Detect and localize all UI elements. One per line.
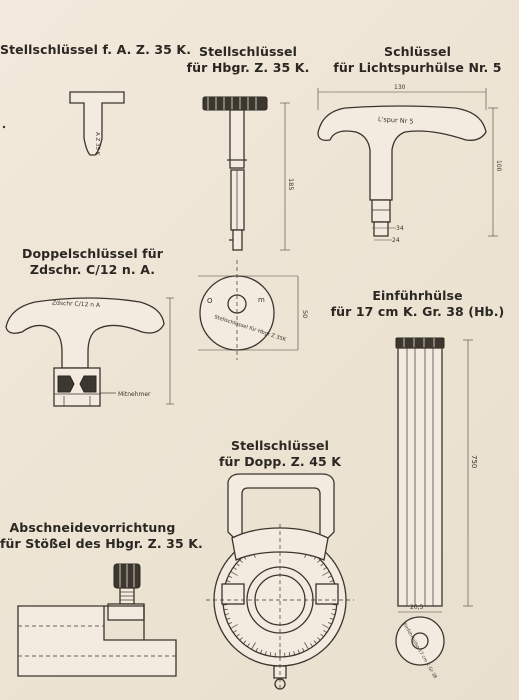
margin-dot xyxy=(2,125,6,129)
hbgr-disc-drawing: 50 O m Stellschlüssel für Hbgr Z 35K xyxy=(198,260,309,360)
tracer-dim-height: 100 xyxy=(495,160,502,172)
dial-tick xyxy=(223,608,228,611)
caption-double-key: Doppelschlüssel für Zdschr. C/12 n. A. xyxy=(22,246,163,277)
hbgr-key-drawing: 185 xyxy=(202,96,295,251)
dial-tick xyxy=(264,651,267,656)
dial-tick xyxy=(327,575,332,578)
dial-tick xyxy=(320,633,324,637)
double-key-part: Mitnehmer xyxy=(118,391,151,398)
hbgr-dim-dia: 50 xyxy=(301,310,309,318)
sleeve-dim-length: 750 xyxy=(470,455,478,468)
dial-tick xyxy=(251,642,256,650)
dial-tick xyxy=(269,652,272,657)
dial-tick xyxy=(255,647,258,652)
caption-tracer-key: Schlüssel für Lichtspurhülse Nr. 5 xyxy=(333,44,502,75)
dial-tick xyxy=(304,642,309,650)
dial-tick xyxy=(302,647,305,652)
dial-tick xyxy=(313,640,317,644)
dial-tick xyxy=(329,580,334,583)
dial-tick xyxy=(293,651,296,656)
dial-tick xyxy=(224,613,229,616)
dial-tick xyxy=(243,640,247,644)
dial-tick xyxy=(310,643,313,647)
t-key-stamp: A Z 35 K xyxy=(94,132,100,156)
dial-tick xyxy=(322,571,330,576)
caption-dopp-key: Stellschlüssel für Dopp. Z. 45 K xyxy=(218,438,342,469)
tracer-dim-width: 130 xyxy=(394,84,406,91)
dial-tick xyxy=(228,575,233,578)
dial-tick xyxy=(331,613,336,616)
dial-tick xyxy=(320,563,324,567)
double-key-stamp: Zdschr C/12 n A xyxy=(52,300,101,310)
tracer-dim-b: 24 xyxy=(392,237,400,244)
dial-tick xyxy=(327,622,332,625)
caption-hbgr-key: Stellschlüssel für Hbgr. Z. 35 K. xyxy=(186,44,310,75)
dial-tick xyxy=(233,567,237,570)
dial-tick xyxy=(236,633,240,637)
dial-tick xyxy=(329,617,334,620)
dial-tick xyxy=(230,624,238,629)
dial-tick xyxy=(247,643,250,647)
dial-tick xyxy=(332,608,337,611)
caption-insert-sleeve: Einführhülse für 17 cm K. Gr. 38 (Hb.) xyxy=(330,288,505,319)
dial-tick xyxy=(322,624,330,629)
dial-tick xyxy=(323,567,327,570)
dial-tick xyxy=(233,630,237,633)
disc-label-o: O xyxy=(207,297,213,305)
cutter-drawing xyxy=(17,563,177,677)
t-key-drawing: A Z 35 K xyxy=(69,91,125,156)
dial-tick xyxy=(260,649,263,654)
disc-label-m: m xyxy=(258,296,265,304)
dial-tick xyxy=(226,617,231,620)
dopp-key-drawing xyxy=(206,473,354,690)
insert-sleeve-drawing: 750 20,5 Einführhülse 17 cm K Gr 38 xyxy=(395,337,478,680)
dial-tick xyxy=(297,649,300,654)
tracer-dim-a: 34 xyxy=(396,225,404,232)
dial-tick xyxy=(236,563,240,567)
dial-tick xyxy=(317,637,321,641)
caption-t-key: Stellschlüssel f. A. Z. 35 K. xyxy=(0,42,192,57)
dial-tick xyxy=(228,622,233,625)
double-key-drawing: Zdschr C/12 n A Mitnehmer xyxy=(5,297,174,407)
sleeve-dim-dia: 20,5 xyxy=(410,604,424,611)
dial-tick xyxy=(323,630,327,633)
dial-tick xyxy=(239,559,243,563)
dial-tick xyxy=(239,637,243,641)
caption-cutter: Abschneidevorrichtung für Stößel des Hbg… xyxy=(0,520,203,551)
tracer-stamp: L'spur Nr 5 xyxy=(378,115,414,125)
dial-tick xyxy=(230,571,238,576)
dial-tick xyxy=(317,559,321,563)
dial-tick xyxy=(288,652,291,657)
hbgr-dim-height: 185 xyxy=(287,178,295,190)
tracer-key-drawing: L'spur Nr 5 130 100 34 24 xyxy=(317,84,502,244)
dial-tick xyxy=(226,580,231,583)
